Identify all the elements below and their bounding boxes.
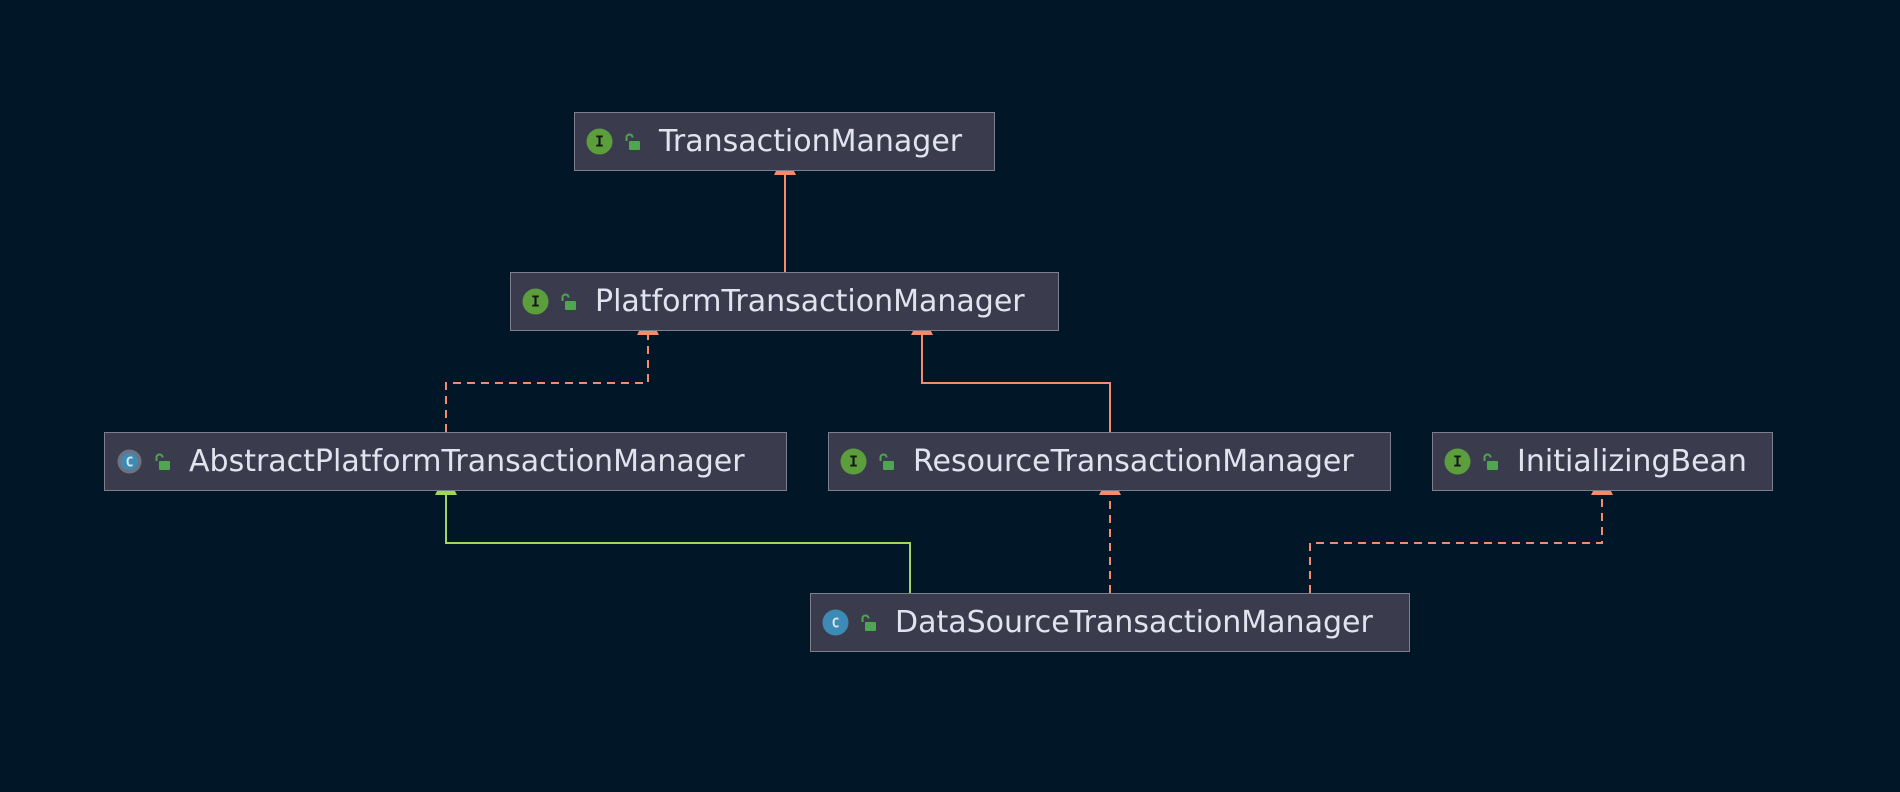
- abstract-class-icon: C: [116, 448, 143, 475]
- interface-icon: I: [586, 128, 613, 155]
- node-label: InitializingBean: [1517, 444, 1747, 479]
- public-unlock-icon: [861, 614, 876, 631]
- abstract-class-icon: C: [117, 449, 142, 474]
- interface-icon: I: [522, 288, 549, 315]
- public-unlock-icon: [155, 453, 170, 470]
- edge-line: [445, 495, 911, 593]
- node-label: PlatformTransactionManager: [595, 284, 1025, 319]
- public-unlock-icon: [1480, 452, 1500, 472]
- edge-line: [445, 335, 649, 432]
- interface-icon: I: [1444, 448, 1471, 475]
- class-icon: C: [822, 609, 849, 636]
- public-unlock-icon: [876, 452, 896, 472]
- class-icon: C: [822, 609, 849, 636]
- public-unlock-icon: [1483, 453, 1498, 470]
- node-label: TransactionManager: [659, 124, 963, 159]
- node-resource-transaction-manager[interactable]: I ResourceTransactionManager: [828, 432, 1391, 491]
- svg-text:I: I: [1453, 453, 1462, 471]
- svg-text:I: I: [595, 133, 604, 151]
- node-data-source-transaction-manager[interactable]: C DataSourceTransactionManager: [810, 593, 1410, 652]
- svg-text:I: I: [531, 293, 540, 311]
- node-label: DataSourceTransactionManager: [895, 605, 1373, 640]
- public-unlock-icon: [858, 613, 878, 633]
- node-transaction-manager[interactable]: I TransactionManager: [574, 112, 995, 171]
- interface-icon: I: [1444, 448, 1471, 475]
- edge-dstm-to-rtm: [1099, 473, 1121, 593]
- interface-icon: I: [840, 448, 867, 475]
- node-platform-transaction-manager[interactable]: I PlatformTransactionManager: [510, 272, 1059, 331]
- svg-text:I: I: [849, 453, 858, 471]
- edge-dstm-to-ib: [1309, 473, 1613, 593]
- public-unlock-icon: [561, 293, 576, 310]
- public-unlock-icon: [622, 132, 642, 152]
- node-initializing-bean[interactable]: I InitializingBean: [1432, 432, 1773, 491]
- public-unlock-icon: [879, 453, 894, 470]
- public-unlock-icon: [558, 292, 578, 312]
- edge-dstm-to-aptm: [435, 473, 911, 593]
- edge-line: [921, 335, 1111, 432]
- interface-icon: I: [522, 288, 549, 315]
- node-label: ResourceTransactionManager: [913, 444, 1354, 479]
- interface-icon: I: [840, 448, 867, 475]
- public-unlock-icon: [152, 452, 172, 472]
- edge-line: [1309, 495, 1603, 593]
- svg-text:C: C: [126, 456, 134, 471]
- node-label: AbstractPlatformTransactionManager: [189, 444, 745, 479]
- svg-text:C: C: [832, 617, 840, 632]
- node-abstract-platform-transaction-manager[interactable]: C AbstractPlatformTransactionManager: [104, 432, 787, 491]
- interface-icon: I: [586, 128, 613, 155]
- public-unlock-icon: [625, 133, 640, 150]
